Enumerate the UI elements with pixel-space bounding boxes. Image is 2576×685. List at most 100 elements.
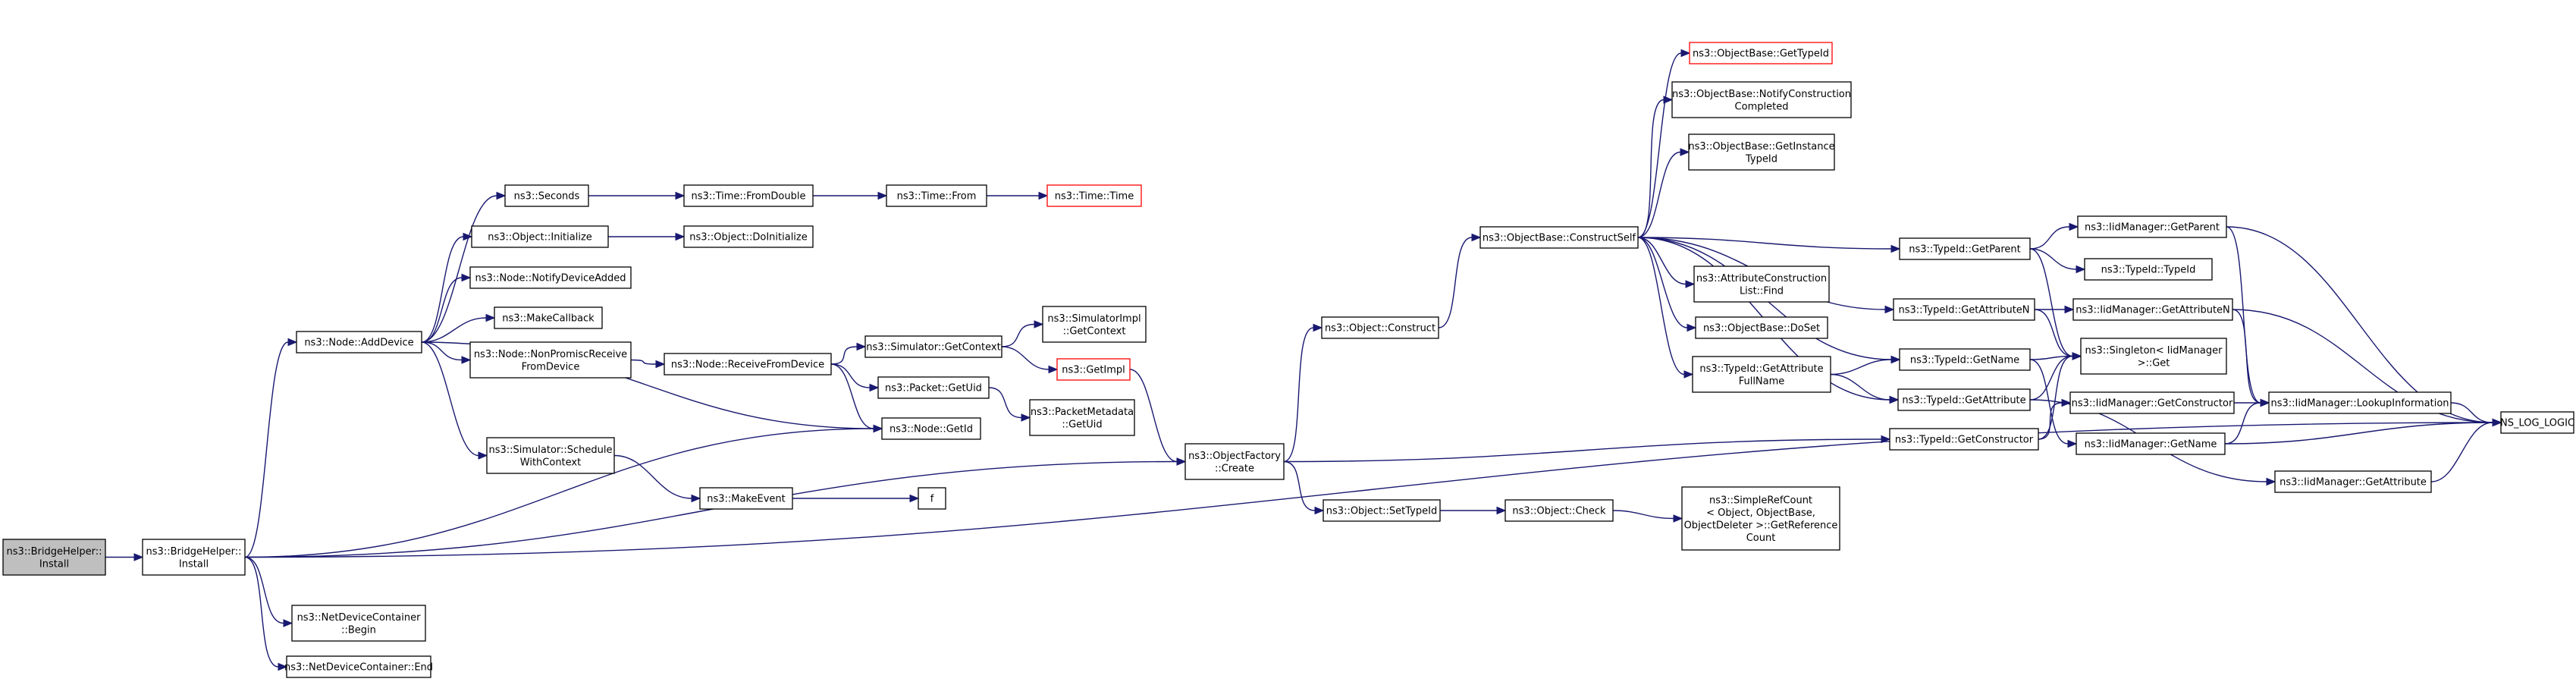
edge-objbase-constructself-to-attr-find: [1637, 237, 1696, 288]
node-seconds[interactable]: ns3::Seconds: [504, 184, 589, 207]
node-bh-install-root[interactable]: ns3::BridgeHelper::Install: [2, 539, 106, 576]
node-iid-getattrn[interactable]: ns3::IidManager::GetAttributeN: [2072, 298, 2233, 321]
node-simimpl-getcontext[interactable]: ns3::SimulatorImpl::GetContext: [1042, 306, 1147, 343]
node-pktmeta-getuid[interactable]: ns3::PacketMetadata::GetUid: [1029, 399, 1135, 436]
node-packet-getuid[interactable]: ns3::Packet::GetUid: [877, 376, 990, 399]
edge-line: [2029, 355, 2073, 401]
edge-line: [421, 317, 487, 343]
node-time-from[interactable]: ns3::Time::From: [886, 184, 987, 207]
node-makecallback[interactable]: ns3::MakeCallback: [494, 306, 603, 329]
node-label: ns3::Object::Construct: [1325, 323, 1435, 335]
node-object-construct[interactable]: ns3::Object::Construct: [1321, 316, 1439, 339]
edge-node-receive-to-sim-getcontext: [830, 342, 867, 365]
edge-line: [244, 556, 284, 624]
node-box: [1046, 184, 1142, 207]
edge-arrowhead: [1680, 49, 1691, 58]
node-object-initialize[interactable]: ns3::Object::Initialize: [471, 225, 609, 248]
node-label: ns3::PacketMetadata: [1031, 407, 1134, 418]
node-label: ns3::MakeCallback: [502, 313, 595, 325]
node-box: [1671, 81, 1852, 118]
edge-object-check-to-simplerefcount: [1612, 510, 1683, 523]
node-iid-getattribute[interactable]: ns3::IidManager::GetAttribute: [2274, 470, 2432, 493]
edge-arrowhead: [2260, 398, 2270, 407]
node-sim-getcontext[interactable]: ns3::Simulator::GetContext: [864, 335, 1002, 358]
node-label: ::GetUid: [1062, 419, 1102, 430]
node-typeid-getparent[interactable]: ns3::TypeId::GetParent: [1899, 237, 2031, 260]
edge-objbase-constructself-to-objbase-notify: [1637, 96, 1674, 238]
node-iid-lookup[interactable]: ns3::IidManager::LookupInformation: [2268, 391, 2452, 414]
node-time-time[interactable]: ns3::Time::Time: [1046, 184, 1142, 207]
node-iid-getname[interactable]: ns3::IidManager::GetName: [2076, 432, 2226, 455]
node-box: [1889, 428, 2039, 451]
edge-line: [988, 387, 1022, 419]
node-box: [1692, 356, 1831, 393]
edge-arrowhead: [1686, 323, 1697, 332]
edge-sim-schedule-to-makeevent: [613, 454, 701, 503]
node-iid-getconstructor[interactable]: ns3::IidManager::GetConstructor: [2069, 391, 2235, 414]
edge-line: [1637, 99, 1665, 238]
node-node-receive[interactable]: ns3::Node::ReceiveFromDevice: [664, 353, 832, 375]
edge-arrowhead: [478, 451, 488, 460]
node-bh-install[interactable]: ns3::BridgeHelper::Install: [142, 539, 246, 576]
node-typeid-typeid[interactable]: ns3::TypeId::TypeId: [2084, 258, 2213, 281]
node-object-settypeid[interactable]: ns3::Object::SetTypeId: [1323, 499, 1441, 522]
edge-arrowhead: [869, 383, 880, 392]
node-ndc-begin[interactable]: ns3::NetDeviceContainer::Begin: [291, 605, 426, 642]
node-getimpl[interactable]: ns3::GetImpl: [1056, 358, 1131, 381]
edge-arrowhead: [1314, 506, 1325, 515]
edge-typeid-getattrfullname-to-typeid-getname: [1830, 355, 1901, 375]
node-ns-log-logic[interactable]: NS_LOG_LOGIC: [2500, 411, 2574, 434]
node-label: ns3::Time::FromDouble: [692, 191, 806, 203]
node-label: ns3::Object::SetTypeId: [1326, 506, 1437, 517]
node-typeid-getattribute[interactable]: ns3::TypeId::GetAttribute: [1897, 388, 2031, 411]
node-typeid-getattrn[interactable]: ns3::TypeId::GetAttributeN: [1893, 298, 2035, 321]
node-box: [291, 605, 426, 642]
node-label: ns3::Time::Time: [1055, 191, 1134, 203]
node-box: [286, 655, 431, 678]
node-object-check[interactable]: ns3::Object::Check: [1504, 499, 1614, 522]
node-objfactory-create[interactable]: ns3::ObjectFactory::Create: [1184, 443, 1285, 480]
edge-bh-install-to-ndc-begin: [244, 556, 293, 627]
node-label: ns3::TypeId::TypeId: [2101, 265, 2196, 276]
node-box: [469, 341, 632, 379]
edge-line: [1637, 237, 1685, 375]
node-node-adddevice[interactable]: ns3::Node::AddDevice: [296, 331, 422, 353]
node-singleton-get[interactable]: ns3::Singleton< IidManager>::Get: [2080, 338, 2227, 375]
node-typeid-getconstructor[interactable]: ns3::TypeId::GetConstructor: [1889, 428, 2039, 451]
node-label: ns3::TypeId::GetAttribute: [1902, 395, 2025, 407]
node-box: [683, 184, 814, 207]
node-box: [2274, 470, 2432, 493]
node-time-fromdouble[interactable]: ns3::Time::FromDouble: [683, 184, 814, 207]
node-box: [1056, 358, 1131, 381]
node-box: [683, 225, 814, 248]
node-objbase-gettypeid[interactable]: ns3::ObjectBase::GetTypeId: [1689, 42, 1833, 64]
node-makeevent[interactable]: ns3::MakeEvent: [699, 487, 793, 510]
node-box: [142, 539, 246, 576]
node-label: ns3::TypeId::GetAttribute: [1699, 363, 1823, 375]
node-f[interactable]: f: [918, 487, 946, 510]
edge-arrowhead: [287, 338, 298, 347]
node-label: ns3::Node::NotifyDeviceAdded: [475, 273, 626, 284]
node-node-notify[interactable]: ns3::Node::NotifyDeviceAdded: [469, 266, 632, 289]
node-box: [1693, 266, 1830, 303]
node-objbase-doset[interactable]: ns3::ObjectBase::DoSet: [1695, 316, 1828, 339]
node-typeid-getname[interactable]: ns3::TypeId::GetName: [1899, 348, 2031, 371]
node-node-getid[interactable]: ns3::Node::GetId: [881, 417, 981, 440]
node-label: ns3::TypeId::GetConstructor: [1895, 435, 2034, 446]
node-ndc-end[interactable]: ns3::NetDeviceContainer::End: [284, 655, 433, 678]
node-simplerefcount[interactable]: ns3::SimpleRefCount< Object, ObjectBase,…: [1681, 486, 1840, 551]
node-object-doinitialize[interactable]: ns3::Object::DoInitialize: [683, 225, 814, 248]
edge-line: [1830, 359, 1892, 375]
node-label: ns3::AttributeConstruction: [1696, 273, 1827, 284]
node-objbase-constructself[interactable]: ns3::ObjectBase::ConstructSelf: [1479, 226, 1639, 249]
node-objbase-notify[interactable]: ns3::ObjectBase::NotifyConstructionCompl…: [1671, 81, 1852, 118]
edge-arrowhead: [1663, 96, 1674, 104]
edge-node-adddevice-to-object-initialize: [421, 232, 473, 343]
edge-arrowhead: [461, 356, 472, 364]
node-iid-getparent[interactable]: ns3::IidManager::GetParent: [2077, 215, 2227, 238]
